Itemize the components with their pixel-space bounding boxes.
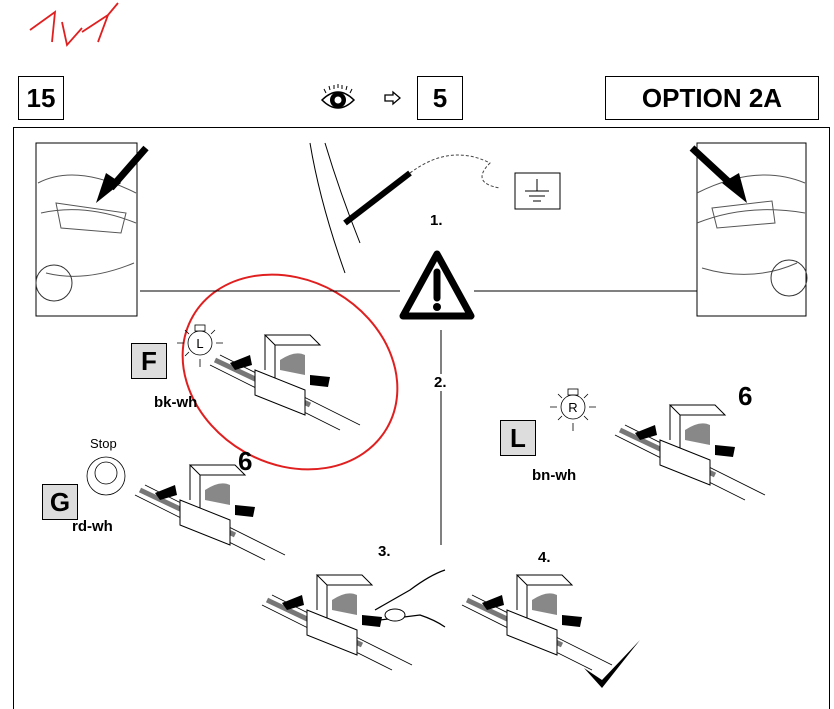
connector-label-l: L	[500, 420, 536, 456]
diagram-frame	[13, 127, 830, 709]
step-1-label: 1.	[430, 212, 443, 229]
lamp-icon-l: L	[177, 324, 223, 367]
pin-number-l: 6	[738, 381, 753, 411]
page-number-box: 15	[18, 76, 64, 120]
lamp-icon-r: R	[550, 388, 596, 431]
pin-number-g: 6	[238, 446, 253, 476]
wire-color-l: bn-wh	[532, 467, 577, 484]
connector-g-illustration	[135, 465, 295, 575]
car-rear-right-image	[689, 142, 808, 317]
step-3-label: 3.	[378, 543, 391, 560]
connector-l-illustration	[615, 405, 775, 515]
arrow-right-icon	[384, 90, 401, 106]
wire-color-f: bk-wh	[154, 394, 198, 411]
warning-icon	[399, 250, 475, 320]
svg-text:L: L	[196, 336, 203, 351]
step-2-label: 2.	[434, 374, 447, 391]
reference-number-box: 5	[417, 76, 463, 120]
wire-color-g: rd-wh	[72, 518, 113, 535]
option-label-box: OPTION 2A	[605, 76, 819, 120]
connector-f-illustration	[210, 335, 370, 445]
test-lamp-illustration	[309, 142, 561, 274]
red-circle-annotation	[181, 273, 399, 471]
stop-lamp-icon	[86, 456, 126, 496]
connector-label-g: G	[42, 484, 78, 520]
car-rear-left-image	[35, 142, 149, 317]
svg-text:R: R	[568, 400, 577, 415]
checkmark-icon	[584, 640, 640, 688]
stop-lamp-label: Stop	[90, 436, 117, 451]
pliers-hand-illustration	[374, 569, 446, 628]
eye-icon	[320, 84, 356, 109]
connector-label-f: F	[131, 343, 167, 379]
step-4-label: 4.	[538, 549, 551, 566]
